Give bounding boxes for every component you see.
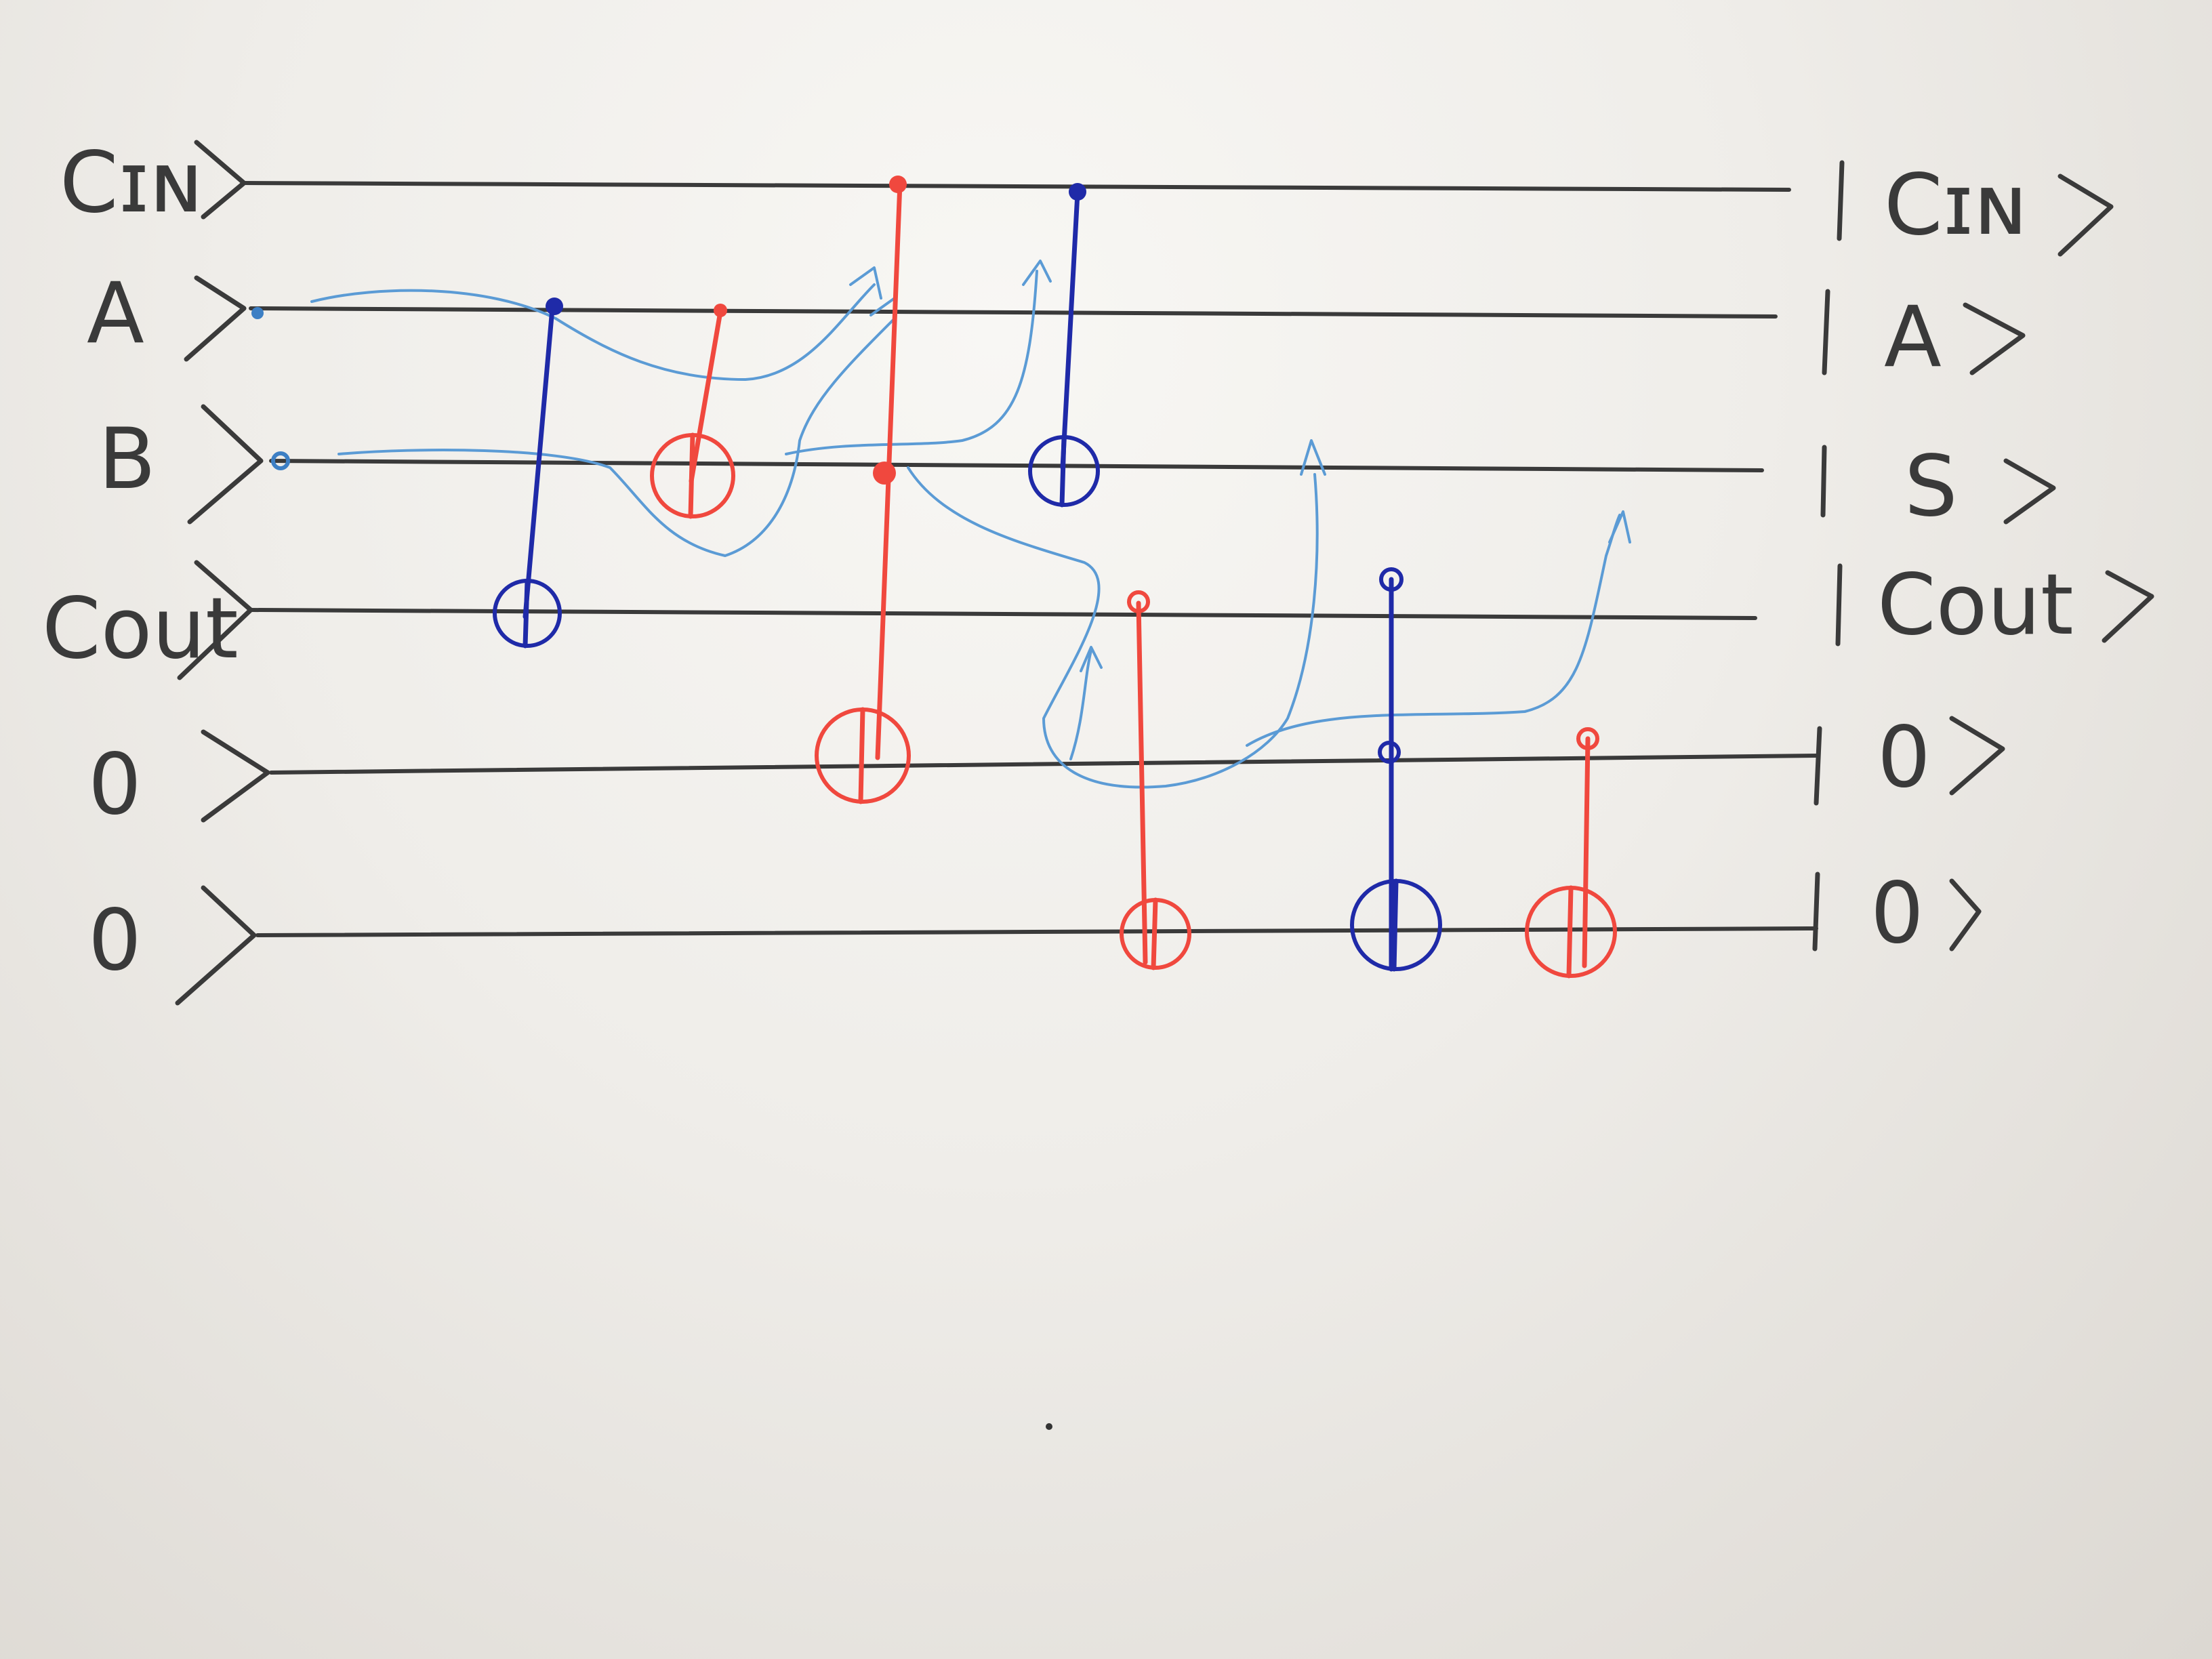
ket-input-a (184, 275, 247, 362)
gate2-control-dot-a (714, 304, 727, 317)
output-ket-ancilla-2 (1949, 878, 1982, 951)
output-ket-ancilla-1 (1949, 716, 2005, 796)
gate5-control-line (1136, 600, 1148, 965)
gate2-control-line (689, 309, 723, 484)
output-ket-s (2003, 458, 2056, 525)
wire-cout (249, 608, 1757, 620)
input-label-b: B (98, 411, 156, 508)
gate7-control-dot-ancilla-1 (1576, 727, 1599, 750)
output-ket-cout (2102, 570, 2154, 643)
output-bar-cout (1835, 563, 1843, 647)
wire-a (249, 306, 1778, 319)
flow-annotations (310, 260, 1631, 789)
flow-curve-b-path (337, 317, 896, 557)
ket-input-ancilla-1 (201, 729, 270, 823)
gate3-target-ancilla-1-stroke (858, 707, 865, 804)
output-bar-cin (1837, 160, 1845, 241)
qubit-wires (242, 181, 1818, 937)
ket-input-cin (194, 140, 247, 220)
output-bar-ancilla-2 (1812, 872, 1820, 951)
ket-input-ancilla-2 (175, 885, 257, 1006)
gate1-control-line (523, 306, 555, 619)
gate7-control-line (1582, 736, 1591, 968)
flow-curve-c-path (785, 270, 1038, 455)
pen-mark (1046, 1423, 1052, 1430)
output-label-s: S (1904, 438, 1958, 535)
gate4-control-dot-cin (1069, 183, 1086, 201)
input-dot-a (251, 307, 264, 319)
gate5-target-ancilla-2-stroke (1151, 897, 1158, 970)
output-ket-cin (2057, 173, 2114, 257)
wire-cin (242, 181, 1791, 192)
flow-curve-d-path (907, 466, 1319, 789)
flow-arrow-b (869, 297, 896, 333)
gate2-target-b-stroke (688, 432, 695, 519)
gate4-target-b-stroke (1059, 434, 1067, 508)
input-label-cout: Cout (42, 580, 239, 678)
gate7-target-ancilla-2-stroke (1566, 885, 1574, 979)
gate1-target-cout-stroke (523, 578, 530, 649)
flow-arrow-d (1300, 439, 1326, 476)
wire-ancilla-2 (255, 926, 1818, 937)
wire-ancilla-1 (269, 754, 1818, 775)
output-label-ancilla-2: 0 (1870, 865, 1924, 962)
flow-curve-a-path (310, 283, 876, 381)
ket-input-b (187, 404, 264, 525)
flow-arrow-f (1608, 510, 1631, 544)
input-dot-b (271, 451, 290, 470)
input-label-ancilla-2: 0 (88, 892, 142, 989)
output-label-cin: Cɪɴ (1884, 157, 2027, 254)
input-label-cin: Cɪɴ (60, 134, 203, 232)
gate6-control-dot-cout (1379, 567, 1404, 592)
input-label-a: A (87, 265, 144, 363)
flow-curve-e-path (1069, 649, 1092, 760)
gates (493, 176, 1617, 979)
gate1-control-dot-a (546, 298, 563, 315)
output-ket-a (1963, 302, 2026, 375)
gate3-control-dot-cin (889, 176, 907, 193)
output-bar-ancilla-1 (1814, 726, 1822, 806)
gate5-control-dot-cout (1127, 590, 1150, 613)
output-bar-a (1822, 289, 1830, 375)
flow-arrow-a (849, 266, 882, 300)
flow-arrow-c (1022, 260, 1052, 286)
output-label-ancilla-1: 0 (1877, 709, 1931, 806)
output-kets: Cɪɴ A S Cout 0 0 (1812, 157, 2154, 962)
gate4-control-line (1060, 190, 1080, 470)
output-label-a: A (1884, 289, 1942, 386)
output-bar-s (1820, 445, 1827, 518)
gate3-control-dot-b (873, 462, 896, 485)
output-label-cout: Cout (1877, 556, 2074, 654)
flow-arrow-e (1080, 646, 1103, 672)
gate6-target-ancilla-2-stroke (1391, 878, 1399, 972)
wire-b (269, 459, 1764, 472)
gate6-control-dot-ancilla-1 (1378, 741, 1401, 764)
input-label-ancilla-1: 0 (88, 736, 142, 834)
flow-curve-f-path (1246, 514, 1621, 747)
